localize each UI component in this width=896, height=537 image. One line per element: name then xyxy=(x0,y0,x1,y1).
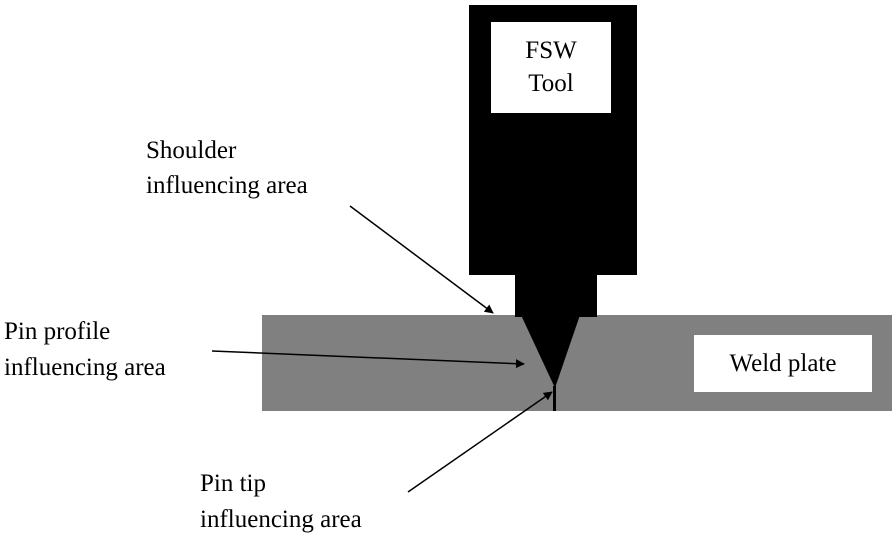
shoulder-arrow xyxy=(349,205,494,314)
shoulder-label-line1: Shoulder xyxy=(146,137,237,164)
weld-seam xyxy=(553,386,556,411)
tool-label-line1: FSW xyxy=(525,37,577,64)
pin-tip-arrow xyxy=(407,391,553,493)
pin-profile-label-line2: influencing area xyxy=(4,354,166,381)
tool-neck xyxy=(515,272,597,317)
pin-tip-label-line2: influencing area xyxy=(200,506,362,533)
shoulder-label-line2: influencing area xyxy=(146,172,308,199)
tool-pin xyxy=(521,315,580,388)
pin-profile-label-line1: Pin profile xyxy=(4,318,110,345)
weld-plate-label: Weld plate xyxy=(730,350,837,377)
tool-label-line2: Tool xyxy=(528,70,574,97)
tool-label-box xyxy=(491,22,611,113)
pin-profile-arrow xyxy=(211,350,525,369)
pin-tip-label-line1: Pin tip xyxy=(200,470,266,497)
weld-plate-label-box xyxy=(694,335,872,392)
